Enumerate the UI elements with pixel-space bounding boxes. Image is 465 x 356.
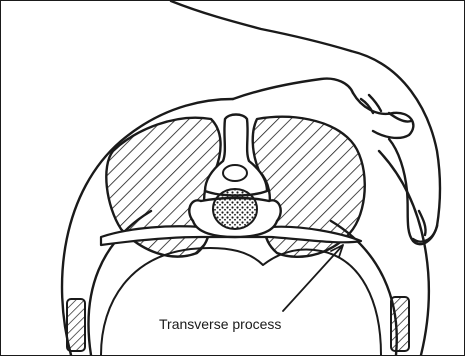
left-rib-segment	[67, 299, 85, 351]
transverse-process-label: Transverse process	[159, 316, 281, 332]
right-rib-segment	[391, 297, 409, 351]
lower-cavity-outline	[101, 248, 381, 355]
spinal-canal	[223, 165, 247, 181]
vertebral-body-stipple	[213, 189, 257, 229]
